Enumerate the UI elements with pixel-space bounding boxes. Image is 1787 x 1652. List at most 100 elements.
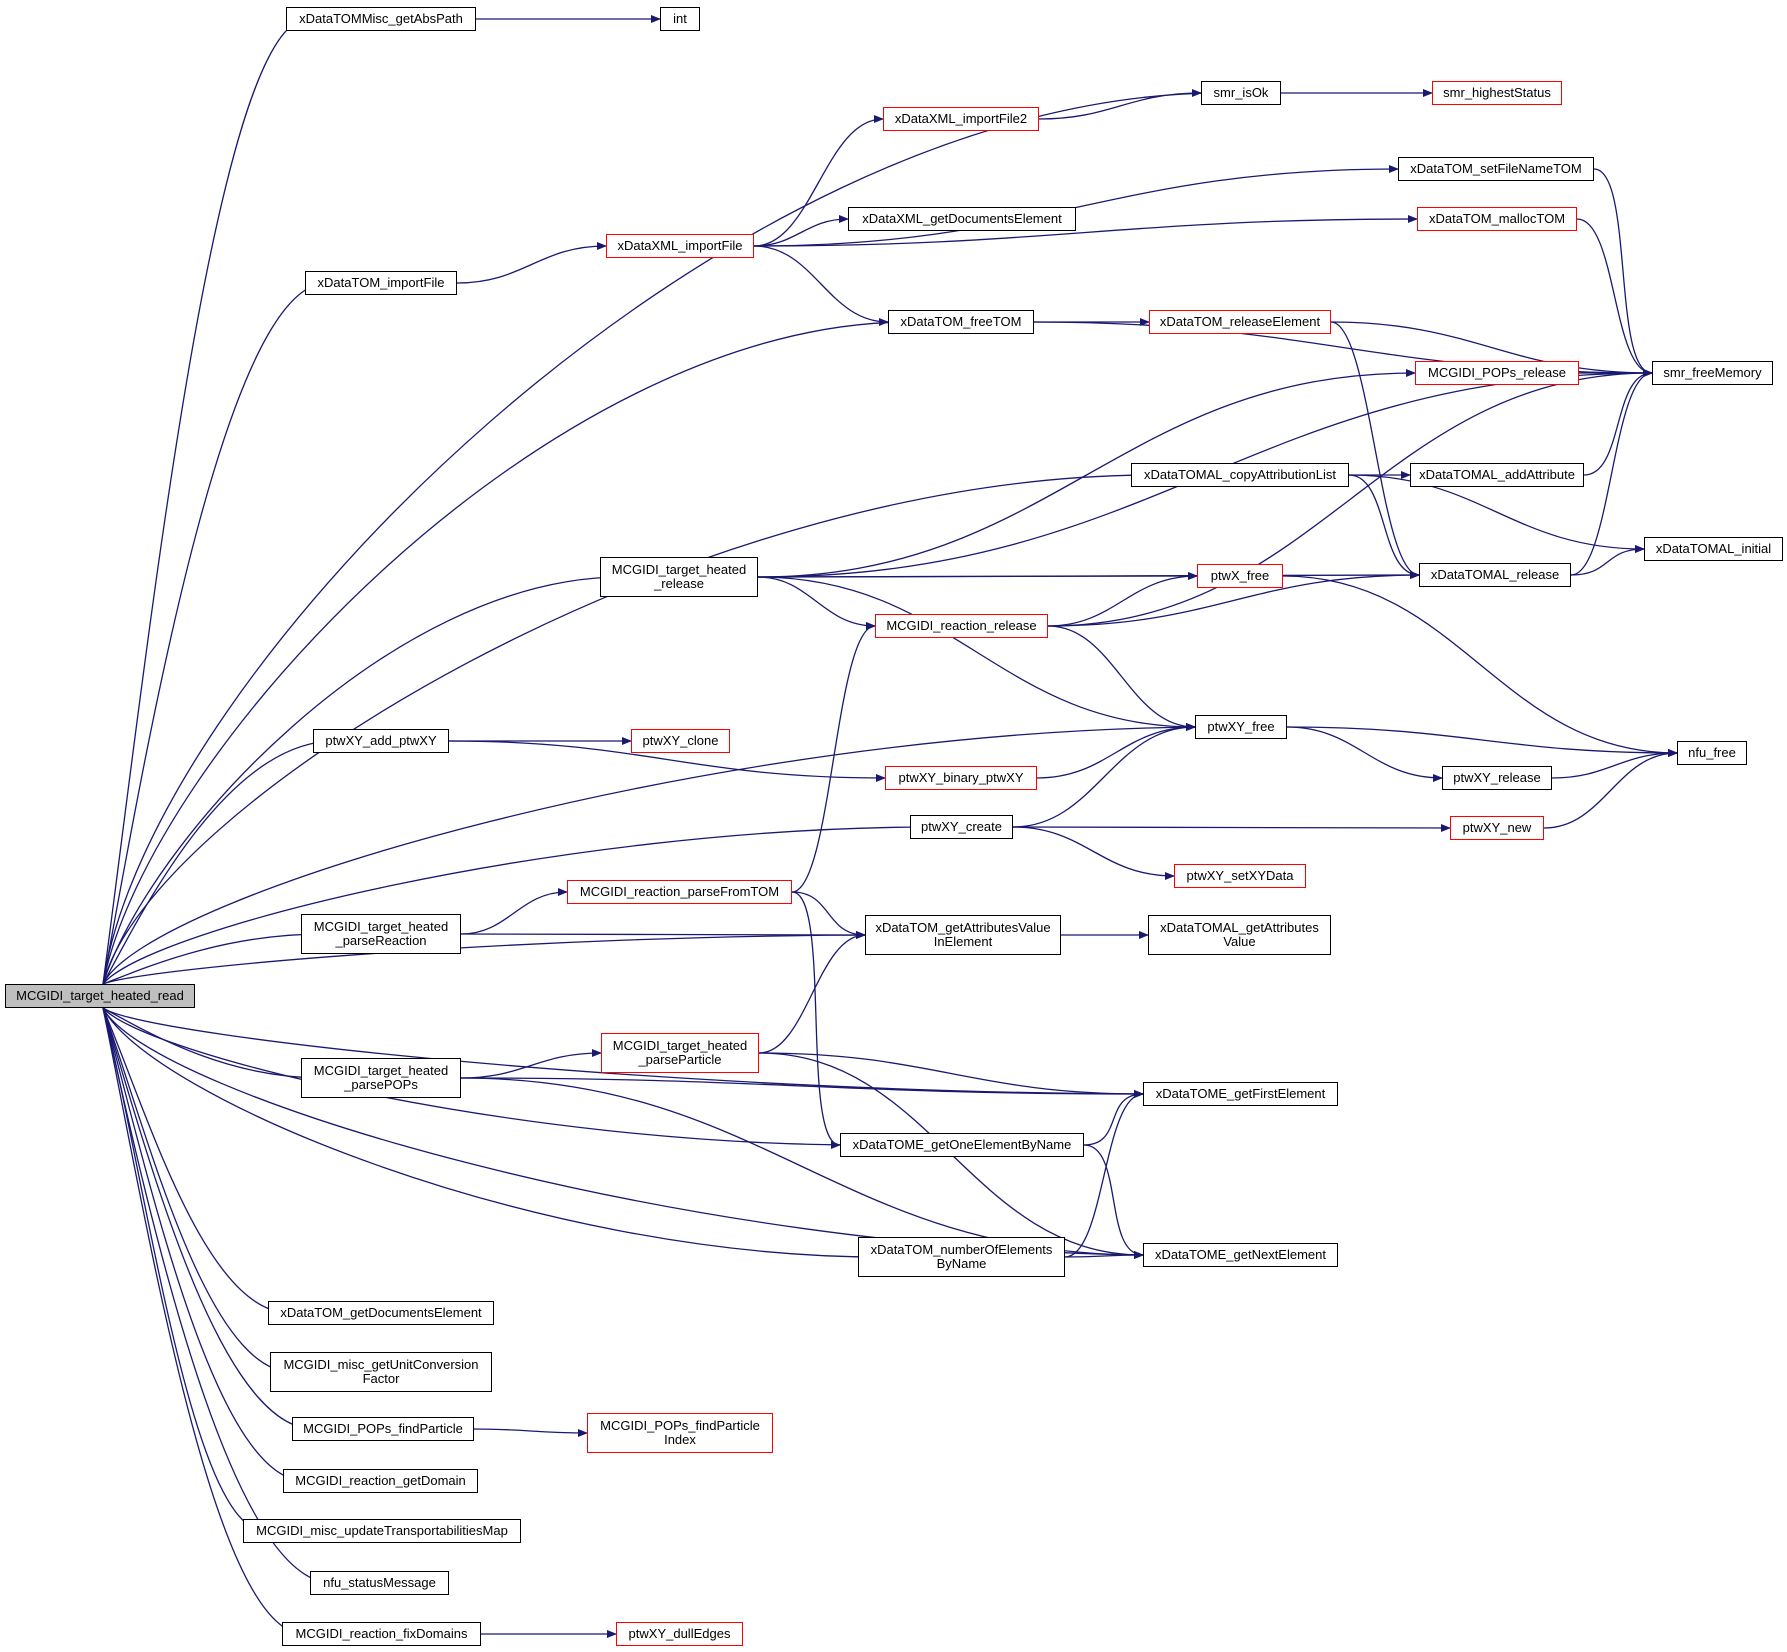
edge-root-to-attrValueInEl — [102, 931, 888, 985]
edge-ptwXYcreate-to-setXYData — [1012, 826, 1175, 880]
node-smr_freeMemory[interactable]: smr_freeMemory — [1652, 361, 1773, 385]
edge-xmlImportFile-to-setFileNameTOM — [753, 165, 1399, 247]
edge-xmlImportFile-to-importFile2 — [753, 115, 884, 247]
edge-targetRelease-to-popsRelease — [757, 369, 1416, 578]
node-popsRelease[interactable]: MCGIDI_POPs_release — [1415, 361, 1579, 385]
node-tomDocElement[interactable]: xDataTOM_getDocumentsElement — [268, 1301, 494, 1325]
node-reactionParse[interactable]: MCGIDI_reaction_parseFromTOM — [567, 880, 792, 904]
node-attrValueInEl[interactable]: xDataTOM_getAttributesValue InElement — [865, 915, 1061, 955]
edge-parseParticle-to-attrValueInEl — [758, 931, 866, 1054]
edge-reactionParse-to-oneElementByName — [791, 891, 841, 1149]
edge-binaryPtwXY-to-ptwXYfree — [1036, 723, 1196, 779]
edge-root-to-addPtwXY — [102, 737, 336, 985]
node-addPtwXY[interactable]: ptwXY_add_ptwXY — [313, 729, 449, 753]
edge-reactionRelease-to-ptwXYfree — [1047, 625, 1196, 731]
node-releaseElement[interactable]: xDataTOM_releaseElement — [1149, 310, 1331, 334]
node-ptwXYclone[interactable]: ptwXY_clone — [631, 729, 730, 753]
edge-root-to-targetRelease — [102, 573, 623, 985]
edge-root-to-statusMessage — [102, 1007, 333, 1587]
node-findParticleIndex[interactable]: MCGIDI_POPs_findParticle Index — [587, 1413, 773, 1453]
node-xmlImportFile[interactable]: xDataXML_importFile — [606, 234, 754, 258]
edge-ptwXYfree-to-ptwXYrelease — [1286, 726, 1443, 782]
edge-root-to-copyAttr — [102, 471, 1154, 985]
node-tomImportFile[interactable]: xDataTOM_importFile — [305, 271, 457, 295]
node-nfu_free[interactable]: nfu_free — [1677, 741, 1747, 765]
node-getDomain[interactable]: MCGIDI_reaction_getDomain — [283, 1469, 478, 1493]
node-importFile2[interactable]: xDataXML_importFile2 — [883, 107, 1039, 131]
node-firstElement[interactable]: xDataTOME_getFirstElement — [1143, 1082, 1338, 1106]
edge-reactionParse-to-reactionRelease — [791, 622, 876, 893]
node-ptwX_free[interactable]: ptwX_free — [1197, 564, 1283, 588]
edge-mallocTOM-to-smr_freeMemory — [1576, 218, 1653, 377]
edge-ptwXYfree-to-nfu_free — [1286, 726, 1678, 757]
edge-numberOfElements-to-firstElement — [1064, 1090, 1144, 1258]
node-transportMap[interactable]: MCGIDI_misc_updateTransportabilitiesMap — [243, 1519, 521, 1543]
node-nextElement[interactable]: xDataTOME_getNextElement — [1143, 1243, 1338, 1267]
node-getDocumentsElementXML[interactable]: xDataXML_getDocumentsElement — [848, 207, 1076, 231]
node-oneElementByName[interactable]: xDataTOME_getOneElementByName — [840, 1133, 1084, 1157]
edge-ptwXYcreate-to-ptwXYnew — [1012, 823, 1451, 832]
node-alRelease[interactable]: xDataTOMAL_release — [1419, 563, 1571, 587]
edge-parseParticle-to-firstElement — [758, 1052, 1144, 1098]
edge-alRelease-to-alInitial — [1570, 545, 1645, 576]
edge-importFile2-to-smr_isOk — [1038, 89, 1202, 120]
node-parsePOPs[interactable]: MCGIDI_target_heated _parsePOPs — [301, 1058, 461, 1098]
edge-root-to-numberOfElements — [102, 1007, 881, 1261]
node-unitConversion[interactable]: MCGIDI_misc_getUnitConversion Factor — [270, 1352, 492, 1392]
node-findParticle[interactable]: MCGIDI_POPs_findParticle — [292, 1417, 474, 1441]
node-parseReaction[interactable]: MCGIDI_target_heated _parseReaction — [301, 914, 461, 954]
node-copyAttr[interactable]: xDataTOMAL_copyAttributionList — [1131, 463, 1349, 487]
node-numberOfElements[interactable]: xDataTOM_numberOfElements ByName — [858, 1237, 1065, 1277]
edge-targetRelease-to-ptwXYfree — [757, 576, 1196, 731]
node-statusMessage[interactable]: nfu_statusMessage — [310, 1571, 449, 1595]
node-parseParticle[interactable]: MCGIDI_target_heated _parseParticle — [601, 1033, 759, 1073]
edge-setFileNameTOM-to-smr_freeMemory — [1593, 168, 1653, 377]
edge-root-to-unitConversion — [102, 1007, 293, 1376]
edge-parseReaction-to-reactionParse — [460, 888, 568, 935]
node-reactionRelease[interactable]: MCGIDI_reaction_release — [875, 614, 1048, 638]
edge-root-to-fixDomains — [102, 1007, 305, 1638]
node-mallocTOM[interactable]: xDataTOM_mallocTOM — [1417, 207, 1577, 231]
edge-releaseElement-to-smr_freeMemory — [1330, 321, 1653, 377]
edge-releaseElement-to-alRelease — [1330, 321, 1420, 579]
edge-parsePOPs-to-parseParticle — [460, 1049, 602, 1079]
edge-ptwXYrelease-to-nfu_free — [1551, 749, 1678, 779]
node-alInitial[interactable]: xDataTOMAL_initial — [1644, 537, 1783, 561]
edge-root-to-findParticle — [102, 1007, 315, 1433]
node-smr_highestStatus[interactable]: smr_highestStatus — [1432, 81, 1562, 105]
node-setXYData[interactable]: ptwXY_setXYData — [1174, 864, 1306, 888]
node-ptwXYnew[interactable]: ptwXY_new — [1450, 816, 1544, 840]
node-freeTOM[interactable]: xDataTOM_freeTOM — [888, 310, 1034, 334]
node-ptwXYfree[interactable]: ptwXY_free — [1195, 715, 1287, 739]
node-ptwXYrelease[interactable]: ptwXY_release — [1442, 766, 1552, 790]
edge-root-to-parseReaction — [102, 930, 324, 985]
node-ptwXYcreate[interactable]: ptwXY_create — [910, 815, 1013, 839]
edge-addPtwXY-to-binaryPtwXY — [448, 740, 886, 782]
edge-reactionRelease-to-alRelease — [1047, 571, 1420, 627]
edge-copyAttr-to-alRelease — [1348, 474, 1420, 579]
edge-root-to-tomDocElement — [102, 1007, 291, 1317]
edge-tomImportFile-to-xmlImportFile — [456, 242, 607, 284]
node-root: MCGIDI_target_heated_read — [5, 984, 195, 1008]
node-alAttrValue[interactable]: xDataTOMAL_getAttributes Value — [1148, 915, 1331, 955]
node-int[interactable]: int — [660, 7, 700, 31]
node-binaryPtwXY[interactable]: ptwXY_binary_ptwXY — [885, 766, 1037, 790]
node-setFileNameTOM[interactable]: xDataTOM_setFileNameTOM — [1398, 157, 1594, 181]
node-fixDomains[interactable]: MCGIDI_reaction_fixDomains — [282, 1622, 481, 1646]
node-addAttribute[interactable]: xDataTOMAL_addAttribute — [1410, 463, 1584, 487]
edge-addAttribute-to-smr_freeMemory — [1583, 369, 1653, 476]
edge-reactionRelease-to-ptwX_free — [1047, 572, 1198, 627]
edge-ptwXYcreate-to-ptwXYfree — [1012, 723, 1196, 828]
edge-root-to-getAbsPath — [102, 15, 309, 985]
edge-root-to-transportMap — [102, 1007, 266, 1535]
edge-xmlImportFile-to-getDocumentsElementXML — [753, 215, 849, 247]
node-smr_isOk[interactable]: smr_isOk — [1201, 81, 1281, 105]
node-dullEdges[interactable]: ptwXY_dullEdges — [616, 1622, 743, 1646]
node-getAbsPath[interactable]: xDataTOMMisc_getAbsPath — [286, 7, 476, 31]
edge-parseReaction-to-attrValueInEl — [460, 930, 866, 939]
edge-targetRelease-to-ptwX_free — [757, 572, 1198, 581]
edge-root-to-ptwXYfree — [102, 723, 1218, 985]
node-targetRelease[interactable]: MCGIDI_target_heated _release — [600, 557, 758, 597]
edge-reactionRelease-to-smr_freeMemory — [1047, 369, 1653, 627]
edge-root-to-getDomain — [102, 1007, 306, 1485]
